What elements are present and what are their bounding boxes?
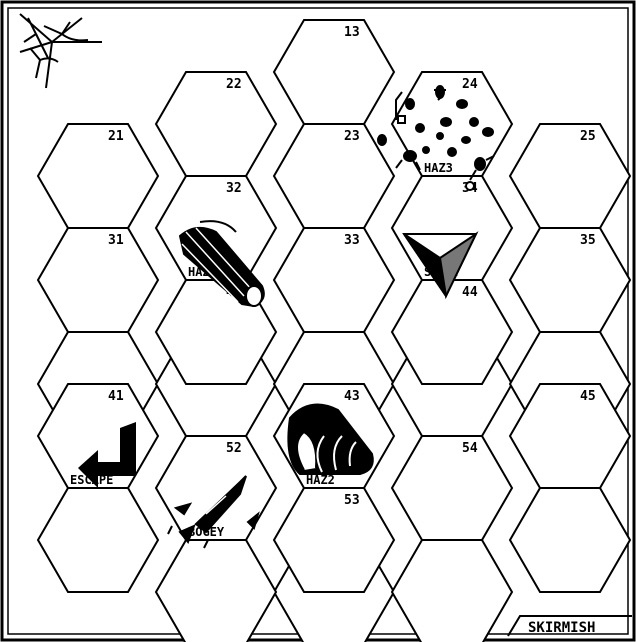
hex-outline: [274, 124, 394, 228]
hex-25[interactable]: 25: [510, 124, 630, 228]
hex-outline: [392, 540, 512, 642]
hex-13[interactable]: 13: [274, 20, 394, 124]
hex-outline: [156, 72, 276, 176]
hex-outline: [510, 228, 630, 332]
hex-number: 41: [108, 389, 124, 404]
hex-blank-g: [510, 488, 630, 592]
hex-35[interactable]: 35: [510, 228, 630, 332]
hex-outline: [510, 124, 630, 228]
hex-number: 25: [580, 129, 596, 144]
hex-outline: [392, 436, 512, 540]
hex-number: 24: [462, 77, 478, 92]
hex-number: 33: [344, 233, 360, 248]
hex-number: 52: [226, 441, 242, 456]
mode-tab[interactable]: SKIRMISH: [508, 616, 632, 636]
hex-number: 53: [344, 493, 360, 508]
hex-54[interactable]: 54: [392, 436, 512, 540]
hex-number: 35: [580, 233, 596, 248]
hex-blank-f: [38, 488, 158, 592]
hex-outline: [274, 228, 394, 332]
hex-number: 22: [226, 77, 242, 92]
hex-22[interactable]: 22: [156, 72, 276, 176]
hex-number: 45: [580, 389, 596, 404]
hex-52[interactable]: 52BOGEY: [156, 436, 276, 540]
hex-21[interactable]: 21: [38, 124, 158, 228]
hex-number: 21: [108, 129, 124, 144]
hex-number: 54: [462, 441, 478, 456]
hex-number: 31: [108, 233, 124, 248]
hex-outline: [156, 540, 276, 642]
hex-outline: [274, 20, 394, 124]
hex-label: HAZ3: [424, 161, 453, 175]
hex-blank-i: [392, 540, 512, 642]
cobweb-icon: [20, 14, 102, 88]
hex-outline: [38, 124, 158, 228]
hex-outline: [510, 488, 630, 592]
hex-31[interactable]: 31: [38, 228, 158, 332]
hex-blank-j: [156, 540, 276, 642]
hex-outline: [38, 488, 158, 592]
hex-number: 13: [344, 25, 360, 40]
hex-23[interactable]: 23: [274, 124, 394, 228]
mode-label: SKIRMISH: [528, 620, 595, 636]
hex-number: 44: [462, 285, 478, 300]
hex-label: HAZ2: [306, 473, 335, 487]
hex-33[interactable]: 33: [274, 228, 394, 332]
hex-number: 43: [344, 389, 360, 404]
hex-outline: [38, 228, 158, 332]
hex-number: 23: [344, 129, 360, 144]
hex-number: 32: [226, 181, 242, 196]
